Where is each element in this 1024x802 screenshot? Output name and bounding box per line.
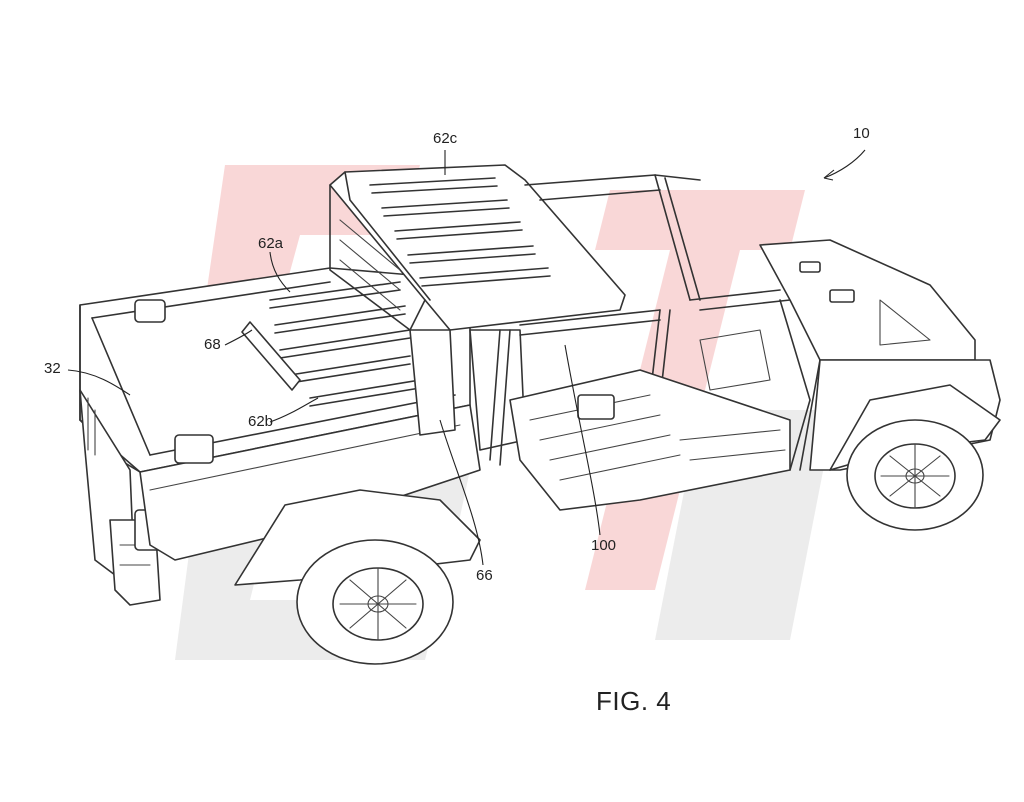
ref-top-panel-62c: 62c — [433, 130, 458, 147]
leader-32 — [67, 369, 131, 396]
leader-lines — [67, 149, 866, 566]
ref-side-panel-62b: 62b — [248, 413, 274, 430]
floor-structure — [509, 329, 791, 511]
hardtop — [329, 164, 626, 451]
ref-bed-32: 32 — [44, 360, 61, 377]
ref-pillar-66: 66 — [476, 567, 493, 584]
leader-66 — [439, 419, 484, 566]
ref-support-68: 68 — [204, 336, 221, 353]
ref-floor-structure-100: 100 — [591, 537, 617, 554]
front-wheel — [829, 384, 1001, 531]
leader-10 — [823, 149, 866, 179]
leader-100 — [564, 344, 601, 536]
ref-vehicle-10: 10 — [853, 125, 870, 142]
figure-title: FIG. 4 — [596, 686, 672, 716]
leader-68 — [224, 329, 253, 346]
rear-wheel — [234, 489, 481, 665]
leader-62a — [269, 251, 291, 293]
truck-bed — [79, 267, 481, 606]
leader-62b — [269, 397, 319, 423]
leader-10-arrow — [823, 169, 835, 181]
ref-side-panel-62a: 62a — [258, 235, 284, 252]
